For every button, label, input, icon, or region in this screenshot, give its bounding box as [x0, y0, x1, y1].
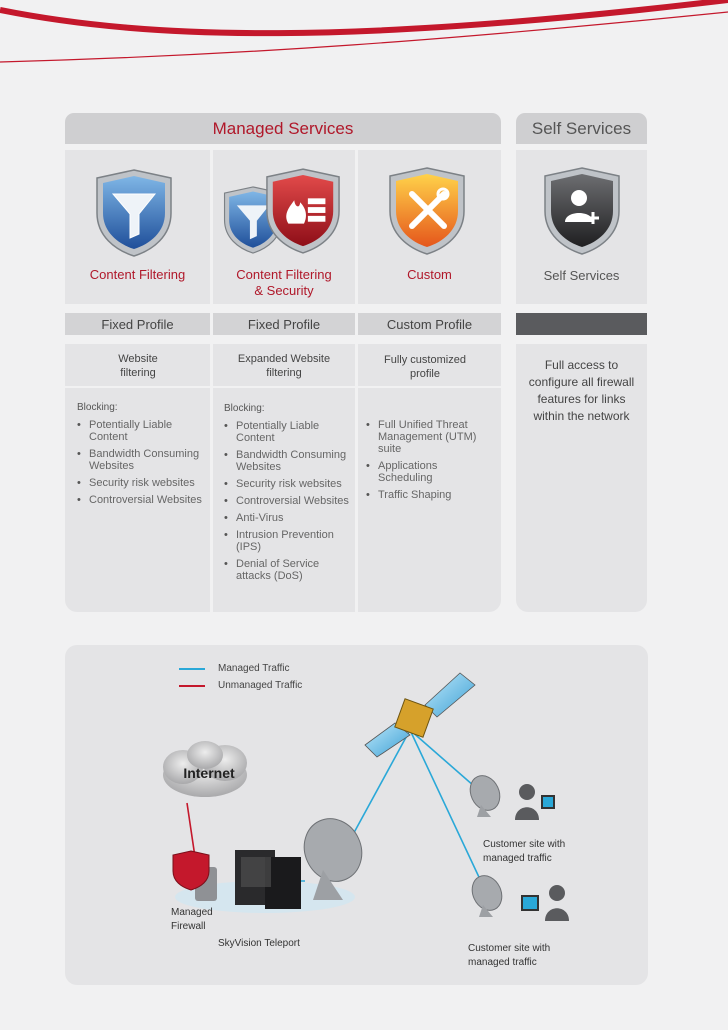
- list-item: Controversial Websites: [224, 495, 352, 507]
- list-item: Controversial Websites: [77, 494, 207, 506]
- internet-cloud-icon: [163, 741, 247, 797]
- self-details-panel: [516, 344, 647, 612]
- desc-self-services: Full access to configure all firewall fe…: [528, 358, 635, 423]
- list-item: Full Unified Threat Management (UTM) sui…: [366, 419, 494, 455]
- profile-custom: Custom Profile: [358, 313, 501, 335]
- customer-user-icon: [521, 885, 569, 921]
- utm-list: Full Unified Threat Management (UTM) sui…: [366, 419, 494, 506]
- blocking-label-2: Blocking:: [224, 403, 265, 414]
- internet-label: Internet: [183, 765, 235, 781]
- firewall-shield-icon: [266, 168, 340, 254]
- list-item: Potentially Liable Content: [224, 420, 352, 444]
- unmanaged-traffic-line: [186, 802, 196, 858]
- content-filtering-label: Content Filtering: [89, 267, 186, 282]
- firewall-icon: [172, 850, 217, 901]
- self-services-header: Self Services: [516, 113, 647, 144]
- content-filtering-security-label: Content Filtering & Security: [236, 267, 332, 298]
- desc-expanded-filtering: Expanded Website filtering: [237, 353, 331, 379]
- customer-user-icon: [515, 784, 555, 820]
- list-item: Denial of Service attacks (DoS): [224, 558, 352, 582]
- legend-managed-line: [179, 668, 205, 670]
- blocking-label-1: Blocking:: [77, 402, 118, 413]
- server-rack-icon: [235, 850, 301, 909]
- list-item: Intrusion Prevention (IPS): [224, 529, 352, 553]
- managed-firewall-label: Managed Firewall: [171, 907, 213, 932]
- legend-managed: Managed Traffic: [218, 663, 290, 674]
- content-filtering-cell: Content Filtering: [65, 150, 210, 304]
- custom-cell: Custom: [358, 150, 501, 304]
- teleport-label: SkyVision Teleport: [218, 938, 300, 949]
- self-services-label: Self Services: [543, 268, 620, 283]
- filter-shield-icon: [96, 169, 172, 257]
- desc-website-filtering: Website filtering: [118, 353, 158, 379]
- list-item: Security risk websites: [224, 478, 352, 490]
- customer-site-label-1: Customer site with managed traffic: [483, 839, 566, 864]
- self-services-cell: Self Services: [516, 150, 647, 304]
- profile-self-bar: [516, 313, 647, 335]
- profile-fixed-1: Fixed Profile: [65, 313, 210, 335]
- divider: [355, 344, 358, 612]
- user-shield-icon: [544, 167, 620, 255]
- satellite-icon: [364, 672, 476, 758]
- header-swoosh: [0, 0, 728, 63]
- content-filtering-security-cell: Content Filtering & Security: [213, 150, 355, 304]
- list-item: Anti-Virus: [224, 512, 352, 524]
- divider: [65, 386, 501, 388]
- list-item: Potentially Liable Content: [77, 419, 207, 443]
- network-diagram: Internet: [163, 672, 569, 921]
- list-item: Applications Scheduling: [366, 460, 494, 484]
- divider: [210, 344, 213, 612]
- managed-services-header: Managed Services: [65, 113, 501, 144]
- profile-fixed-2: Fixed Profile: [213, 313, 355, 335]
- customer-dish-icon: [469, 775, 501, 817]
- network-diagram-panel: [65, 645, 648, 985]
- list-item: Traffic Shaping: [366, 489, 494, 501]
- teleport-dish-icon: [303, 818, 363, 900]
- desc-custom-profile: Fully customized profile: [384, 354, 466, 380]
- tools-shield-icon: [389, 167, 465, 255]
- customer-site-label-2: Customer site with managed traffic: [468, 943, 551, 968]
- list-item: Bandwidth Consuming Websites: [224, 449, 352, 473]
- customer-dish-icon: [471, 875, 503, 917]
- list-item: Security risk websites: [77, 477, 207, 489]
- blocking-list-1: Potentially Liable Content Bandwidth Con…: [77, 419, 207, 511]
- legend-unmanaged: Unmanaged Traffic: [218, 680, 303, 691]
- list-item: Bandwidth Consuming Websites: [77, 448, 207, 472]
- custom-label: Custom: [407, 267, 452, 282]
- legend-unmanaged-line: [179, 685, 205, 687]
- blocking-list-2: Potentially Liable Content Bandwidth Con…: [224, 420, 352, 587]
